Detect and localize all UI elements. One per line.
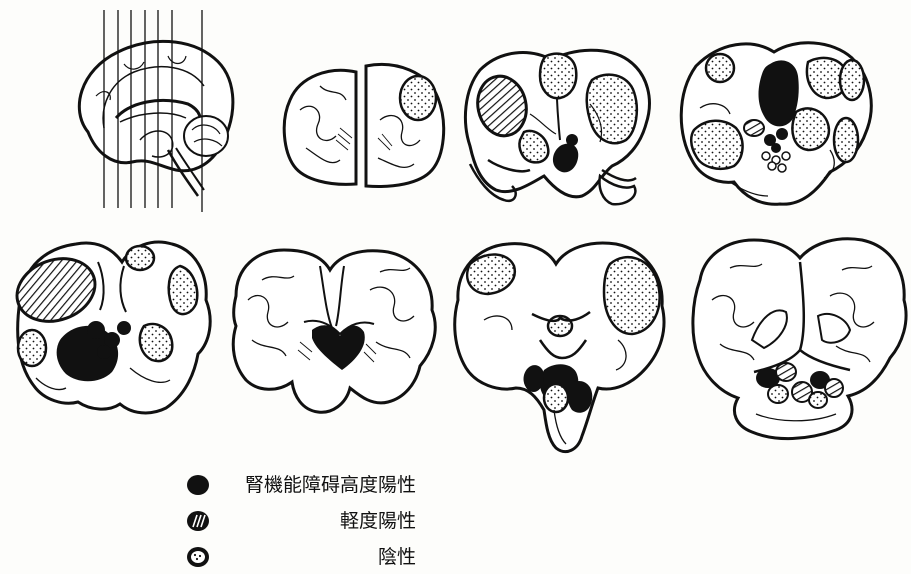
coronal-section-5-panel <box>233 250 435 412</box>
dotted-lesion <box>140 324 172 361</box>
dotted-lesion <box>544 384 568 412</box>
dotted-swatch-icon <box>186 546 210 568</box>
dotted-lesion <box>604 257 660 334</box>
dotted-lesion <box>540 54 576 99</box>
solid-black-swatch-icon <box>186 474 210 496</box>
black-lesion <box>566 134 578 146</box>
legend-item-severe-positive: 腎機能障碍高度陽性 <box>186 470 416 500</box>
dotted-lesion <box>809 392 827 408</box>
legend-item-negative: 陰性 <box>186 542 416 572</box>
dotted-lesion <box>834 118 858 162</box>
hatched-swatch-icon <box>186 510 210 532</box>
legend-item-mild-positive: 軽度陽性 <box>186 506 416 536</box>
coronal-section-1-panel <box>284 64 443 186</box>
left-hemisphere-outline <box>284 70 356 184</box>
dotted-lesion <box>400 76 436 120</box>
dotted-lesion <box>126 246 154 270</box>
dotted-lesion <box>691 121 742 169</box>
dotted-lesion <box>792 108 828 150</box>
legend-label: 陰性 <box>378 546 416 568</box>
dotted-lesion <box>768 385 788 403</box>
dotted-lesion <box>840 60 864 100</box>
coronal-section-6-panel <box>455 243 664 452</box>
black-lesion <box>759 60 799 126</box>
dotted-lesion <box>706 54 734 82</box>
coronal-section-7-panel <box>693 239 906 439</box>
coronal-section-2-panel <box>465 50 649 204</box>
hatched-lesion <box>744 120 764 136</box>
coronal-section-3-panel <box>681 43 871 204</box>
black-lesion <box>568 381 593 413</box>
sagittal-overview-panel <box>79 10 233 212</box>
coronal-section-4-panel <box>8 242 210 413</box>
legend-label: 軽度陽性 <box>340 510 416 532</box>
dotted-lesion <box>18 330 46 366</box>
hatched-lesion <box>776 363 796 381</box>
legend-label: 腎機能障碍高度陽性 <box>245 474 416 496</box>
hatched-lesion <box>825 379 843 397</box>
